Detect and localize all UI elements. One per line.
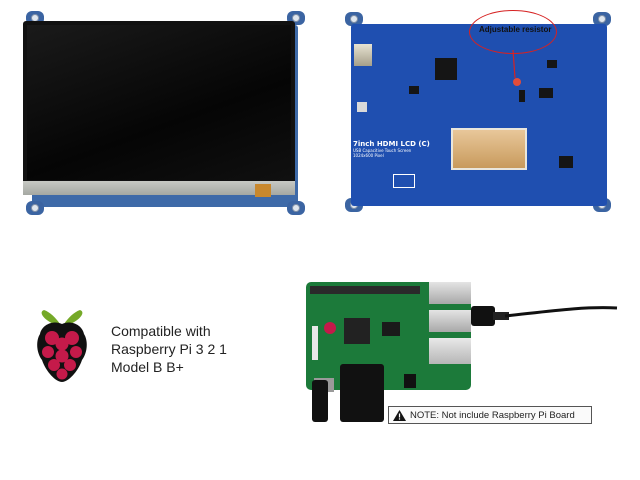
compatibility-text: Compatible with Raspberry Pi 3 2 1 Model… (111, 322, 251, 376)
resistor (519, 90, 525, 102)
chip (547, 60, 557, 68)
hdmi-adapter (340, 364, 384, 422)
callout-line (512, 50, 516, 79)
pcb-subtitle: USB Capacitive Touch Screen (353, 148, 412, 153)
chip (382, 322, 400, 336)
flex-cable (255, 184, 271, 197)
lcd-back-view: 7inch HDMI LCD (C) USB Capacitive Touch … (345, 10, 615, 212)
note-text: NOTE: Not include Raspberry Pi Board (410, 410, 575, 421)
usb-cable (504, 306, 618, 318)
mounting-tab (287, 201, 305, 215)
controller-chip (435, 58, 457, 80)
waveshare-logo (393, 174, 415, 188)
warning-icon (393, 409, 406, 421)
chip (409, 86, 419, 94)
raspberry-mark (324, 322, 336, 334)
compat-line: Raspberry Pi 3 2 1 (111, 341, 227, 357)
pcb-silkscreen: 7inch HDMI LCD (C) USB Capacitive Touch … (353, 140, 430, 158)
chip (539, 88, 553, 98)
driver-pcb: 7inch HDMI LCD (C) USB Capacitive Touch … (351, 24, 607, 206)
display-connector (312, 326, 318, 360)
soc-chip (344, 318, 370, 344)
pcb-title: 7inch HDMI LCD (C) (353, 140, 430, 148)
compat-line: Compatible with (111, 323, 211, 339)
adjustable-resistor (513, 78, 521, 86)
callout-label: Adjustable resistor (479, 25, 552, 34)
raspberry-pi-board (306, 282, 471, 392)
usb-port (429, 310, 471, 332)
lcd-bezel (23, 21, 295, 197)
usb-plug-strain (493, 312, 509, 320)
audio-jack (404, 374, 416, 388)
chip (559, 156, 573, 168)
raspberry-pi-logo (37, 310, 87, 382)
usb-port (429, 282, 471, 304)
lcd-screen (27, 25, 291, 180)
usb-port (357, 102, 367, 112)
ribbon-connector (451, 128, 527, 170)
lcd-panel-edge (23, 181, 295, 195)
raspberry-icon (42, 331, 82, 380)
mounting-tab (345, 12, 363, 26)
mounting-tab (26, 201, 44, 215)
usb-plug (471, 306, 495, 326)
mounting-tab (593, 12, 611, 26)
leaf-icon (64, 310, 83, 324)
power-plug (312, 380, 328, 422)
pcb-subtitle: 1024x600 Pixel (353, 153, 384, 158)
gpio-header (310, 286, 420, 294)
raspberry-pi-board-photo (298, 276, 620, 428)
note-label: NOTE: Not include Raspberry Pi Board (388, 406, 592, 424)
leaf-icon (41, 310, 60, 324)
compat-line: Model B B+ (111, 359, 184, 375)
ethernet-port (429, 338, 471, 364)
lcd-front-view (20, 11, 310, 215)
hdmi-port (354, 44, 372, 66)
